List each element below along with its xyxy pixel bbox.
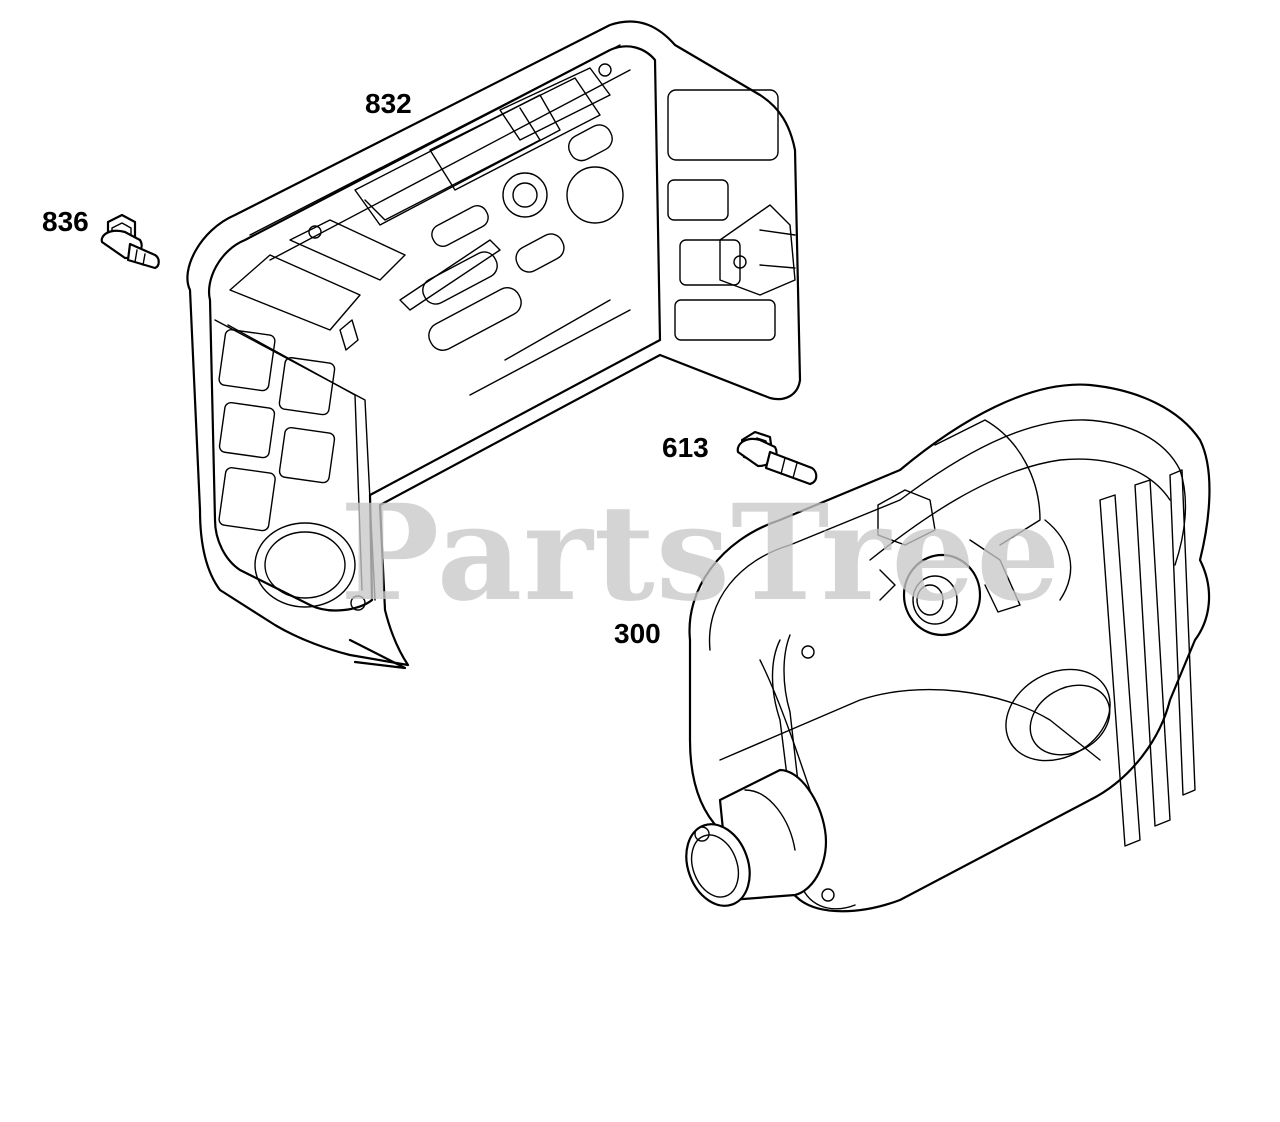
part-label-832[interactable]: 832 bbox=[365, 88, 412, 119]
heat-shield-icon[interactable] bbox=[186, 20, 802, 670]
watermark-text: PartsTree bbox=[340, 476, 1062, 631]
muffler-icon[interactable] bbox=[675, 383, 1211, 915]
part-label-836[interactable]: 836 bbox=[42, 206, 89, 237]
bolt-icon[interactable] bbox=[736, 430, 818, 486]
part-label-300[interactable]: 300 bbox=[614, 618, 661, 649]
part-label-613[interactable]: 613 bbox=[662, 432, 709, 463]
flange-screw-icon[interactable] bbox=[100, 213, 160, 270]
